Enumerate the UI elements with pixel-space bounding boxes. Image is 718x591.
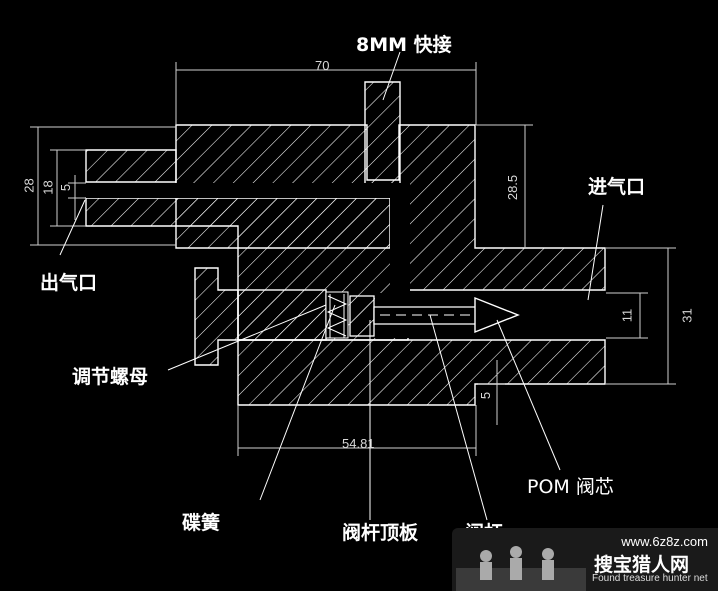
dim-height-28: 28 bbox=[21, 178, 37, 193]
label-quick-connector: 8MM 快接 bbox=[356, 34, 452, 56]
label-pom-core: POM 阀芯 bbox=[527, 476, 614, 498]
dim-width-31: 31 bbox=[679, 308, 695, 323]
label-outlet: 出气口 bbox=[40, 272, 98, 294]
pom-valve-core bbox=[474, 296, 520, 334]
disc-spring bbox=[325, 291, 349, 339]
dim-height-18: 18 bbox=[40, 180, 56, 195]
watermark-url: www.6z8z.com bbox=[621, 534, 708, 549]
outlet-nozzle-bottom bbox=[85, 197, 391, 249]
label-inlet: 进气口 bbox=[588, 176, 646, 198]
dim-length-54-81: 54.81 bbox=[342, 436, 375, 451]
watermark-figures bbox=[456, 546, 586, 591]
outlet-nozzle-top bbox=[85, 149, 177, 183]
valve-body-lower bbox=[237, 339, 606, 406]
quick-connector bbox=[364, 81, 401, 186]
dim-bore-5: 5 bbox=[58, 183, 74, 192]
air-channel bbox=[86, 183, 410, 295]
nut-shaft bbox=[237, 289, 327, 341]
dim-bore-11: 11 bbox=[619, 308, 635, 323]
dim-overall-length: 70 bbox=[315, 58, 330, 73]
label-disc-spring: 碟簧 bbox=[182, 512, 221, 534]
label-stem-top-plate: 阀杆顶板 bbox=[342, 522, 419, 544]
dimension-lines bbox=[30, 62, 676, 456]
leader-lines bbox=[59, 51, 604, 521]
label-adjust-nut: 调节螺母 bbox=[72, 366, 149, 388]
dim-height-28-5: 28.5 bbox=[505, 174, 521, 201]
watermark-title: 搜宝猎人网 bbox=[594, 554, 690, 576]
watermark-subtitle: Found treasure hunter net bbox=[592, 573, 708, 584]
dim-gap-5: 5 bbox=[478, 391, 494, 400]
watermark: www.6z8z.com 搜宝猎人网 Found treasure hunter… bbox=[452, 528, 718, 591]
